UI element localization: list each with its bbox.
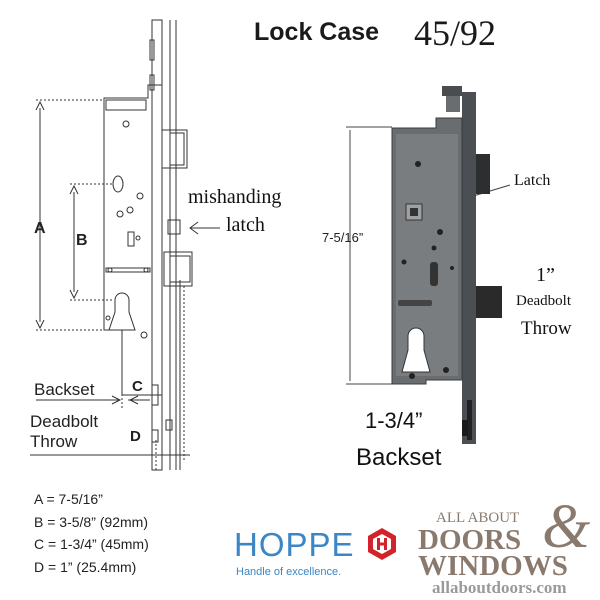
dimension-a-label: A [34, 220, 46, 237]
dimension-line-d: D = 1” (25.4mm) [34, 558, 137, 575]
hoppe-tagline: Handle of excellence. [236, 566, 342, 578]
deadbolt-outline [163, 251, 193, 287]
photo-cylinder-cutout [401, 327, 431, 373]
photo-latch-bolt [476, 154, 490, 194]
photo-latch-label: Latch [514, 172, 551, 189]
dealer-line2: DOORS [418, 524, 522, 556]
mishanding-label-line2: latch [226, 214, 265, 236]
hoppe-hex-logo-icon [368, 528, 396, 560]
latch-bolt-outline [161, 129, 188, 169]
photo-throw-line1: Deadbolt [516, 293, 571, 309]
photo-faceplate [462, 92, 476, 444]
dimension-line-a: A = 7-5/16” [34, 491, 103, 507]
photo-throw-line2: Throw [521, 318, 572, 339]
title-number: 45/92 [414, 13, 497, 53]
photo-backset-label: Backset [356, 444, 442, 471]
backset-label: Backset [34, 380, 95, 399]
deadbolt-label-line1: Deadbolt [30, 412, 99, 431]
dimension-b-label: B [76, 232, 88, 249]
photo-throw-size: 1” [536, 264, 555, 286]
title-word: Lock Case [254, 18, 380, 46]
dimension-line-b: B = 3-5/8” (92mm) [34, 513, 148, 530]
dealer-line1: ALL ABOUT [436, 510, 520, 526]
dimension-d-label: D [130, 428, 141, 445]
mishanding-label-line1: mishanding [188, 186, 282, 208]
dealer-ampersand: & [542, 493, 591, 561]
photo-backset-size: 1-3/4” [365, 408, 423, 433]
dimension-c-label: C [132, 378, 143, 395]
case-body-outline [103, 84, 163, 396]
mishanding-latch-outline [167, 219, 181, 235]
photo-deadbolt [476, 286, 502, 318]
hoppe-wordmark: HOPPE [234, 526, 355, 563]
deadbolt-label-line2: Throw [30, 432, 78, 451]
dealer-url: allaboutdoors.com [432, 578, 567, 597]
dealer-line3: WINDOWS [418, 550, 568, 582]
dimension-list: A = 7-5/16” B = 3-5/8” (92mm) C = 1-3/4”… [34, 488, 149, 578]
cylinder-cutout-outline [108, 292, 136, 331]
photo-height-label: 7-5/16” [322, 230, 364, 245]
dimension-line-c: C = 1-3/4” (45mm) [34, 536, 149, 552]
